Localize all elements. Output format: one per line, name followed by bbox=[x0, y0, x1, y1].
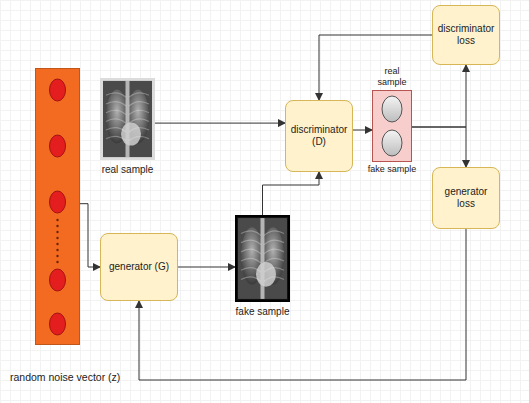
connector-arrow bbox=[139, 229, 466, 380]
box-label: generator (G) bbox=[105, 261, 173, 274]
process-box: generator (G) bbox=[100, 233, 178, 301]
process-box: discriminator (D) bbox=[285, 100, 353, 172]
loss-box: discriminator loss bbox=[432, 5, 500, 65]
connector-arrow bbox=[80, 204, 100, 267]
output-box: real samplefake sample bbox=[372, 90, 412, 162]
connector-arrow bbox=[155, 123, 285, 124]
box-label: discriminator loss bbox=[437, 23, 495, 48]
noise-bar bbox=[35, 68, 80, 345]
connector-arrow bbox=[263, 172, 320, 215]
connector-arrow bbox=[178, 267, 235, 268]
connector-arrow bbox=[412, 127, 466, 167]
noise-vector: random noise vector (z) bbox=[35, 68, 80, 345]
box-label: generator loss bbox=[437, 186, 495, 211]
box-label: discriminator (D) bbox=[290, 124, 348, 149]
connector-arrow bbox=[412, 65, 466, 127]
noise-label: random noise vector (z) bbox=[10, 371, 120, 384]
sample-label: fake sample bbox=[236, 306, 290, 318]
xray-image bbox=[235, 215, 290, 302]
real-sample-image: real sample bbox=[100, 78, 155, 160]
fake-sample-image: fake sample bbox=[235, 215, 290, 302]
loss-box: generator loss bbox=[432, 167, 500, 229]
sample-label: real sample bbox=[102, 164, 154, 176]
sample-label: fake sample bbox=[368, 164, 417, 175]
sample-label: real sample bbox=[370, 66, 414, 88]
connector-arrow bbox=[353, 130, 372, 131]
xray-image bbox=[100, 78, 155, 160]
output-ovals bbox=[373, 91, 411, 161]
